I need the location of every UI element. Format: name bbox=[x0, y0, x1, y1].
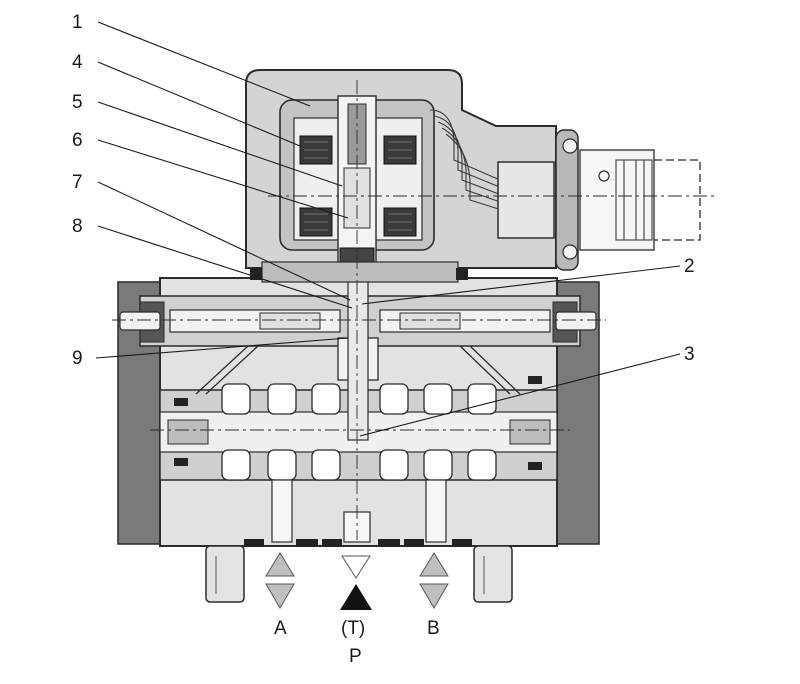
port-a-label: A bbox=[274, 618, 287, 639]
spool-lands bbox=[221, 383, 497, 481]
cable bbox=[654, 159, 701, 241]
callout-6: 6 bbox=[72, 130, 83, 151]
port-a-arrows bbox=[265, 552, 295, 609]
callout-7: 7 bbox=[72, 172, 83, 193]
port-p-label: P bbox=[349, 646, 362, 667]
connector-body bbox=[497, 161, 555, 239]
callout-9: 9 bbox=[72, 348, 83, 369]
callout-8: 8 bbox=[72, 216, 83, 237]
left-bolt bbox=[205, 545, 245, 603]
channel-a bbox=[271, 479, 293, 543]
callout-1: 1 bbox=[72, 12, 83, 33]
wires bbox=[429, 109, 509, 213]
callout-5: 5 bbox=[72, 92, 83, 113]
channel-b bbox=[425, 479, 447, 543]
callout-4: 4 bbox=[72, 52, 83, 73]
port-t-arrow bbox=[341, 555, 371, 579]
leader-lines bbox=[95, 21, 681, 437]
port-t-label: (T) bbox=[341, 618, 365, 639]
plug bbox=[579, 149, 655, 251]
port-b-arrows bbox=[419, 552, 449, 609]
port-b-label: B bbox=[427, 618, 440, 639]
port-p-arrow bbox=[340, 584, 372, 610]
right-bolt bbox=[473, 545, 513, 603]
callout-3: 3 bbox=[684, 344, 695, 365]
callout-2: 2 bbox=[684, 256, 695, 277]
